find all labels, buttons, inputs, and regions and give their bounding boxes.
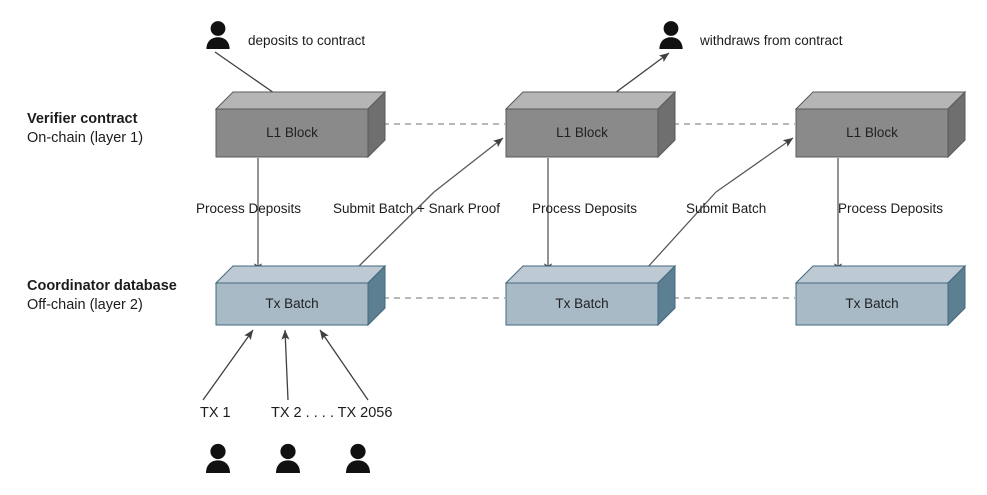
tx-label-1: TX 1 (200, 405, 231, 421)
l1-block-3-front (795, 108, 949, 158)
row-title-verifier: Verifier contract On-chain (layer 1) (27, 110, 143, 148)
l1-block-3[interactable] (794, 90, 967, 159)
l1-block-2-label: L1 Block (556, 125, 608, 140)
tx-batch-2-label: Tx Batch (555, 296, 609, 311)
row-title-coordinator-line1: Coordinator database (27, 278, 177, 294)
l1-block-1-top (214, 91, 387, 110)
arrow-tx-1 (202, 329, 254, 401)
tx-batch-1-label: Tx Batch (265, 296, 319, 311)
tx-batch-1[interactable] (214, 264, 387, 327)
edge-label-process-deposits-3: Process Deposits (838, 201, 944, 216)
l1-block-2[interactable] (504, 90, 677, 159)
tx-batch-3-top (794, 265, 967, 284)
arrow-tx-2 (281, 329, 290, 401)
arrow-submit-batch-snark-proof-head (433, 137, 504, 193)
l1-block-1-label: L1 Block (266, 125, 318, 140)
tx-batch-3-front (795, 282, 949, 326)
l1-block-3-top (794, 91, 967, 110)
tx-batch-2[interactable] (504, 264, 677, 327)
l1-block-3-label: L1 Block (846, 125, 898, 140)
arrow-submit-batch-head (715, 137, 794, 193)
label-deposits-to-contract: deposits to contract (248, 33, 366, 48)
label-withdraws-from-contract: withdraws from contract (700, 33, 843, 48)
tx-batch-1-front (215, 282, 369, 326)
row-title-verifier-line2: On-chain (layer 1) (27, 130, 144, 146)
person-tx-1-icon (206, 443, 230, 473)
person-depositor-icon (206, 21, 230, 49)
tx-batch-1-top (214, 265, 387, 284)
edge-label-submit-batch: Submit Batch (686, 201, 767, 216)
row-title-coordinator: Coordinator database Off-chain (layer 2) (27, 277, 177, 315)
l1-block-1-front (215, 108, 369, 158)
arrow-tx-2056 (319, 329, 369, 401)
tx-label-2-range: TX 2 . . . . TX 2056 (271, 405, 393, 421)
row-title-coordinator-line2: Off-chain (layer 2) (27, 297, 143, 313)
person-tx-2-icon (276, 443, 300, 473)
row-title-verifier-line1: Verifier contract (27, 111, 138, 127)
edge-label-submit-batch-snark-proof: Submit Batch + Snark Proof (333, 201, 500, 216)
tx-batch-2-top (504, 265, 677, 284)
edge-label-process-deposits-1: Process Deposits (196, 201, 302, 216)
arrow-submit-batch-snark-proof (356, 191, 435, 269)
tx-batch-2-front (505, 282, 659, 326)
person-tx-2056-icon (346, 443, 370, 473)
person-withdrawer-icon (659, 21, 683, 49)
edge-label-process-deposits-2: Process Deposits (532, 201, 638, 216)
l1-block-1[interactable] (214, 90, 387, 159)
tx-batch-3[interactable] (794, 264, 967, 327)
tx-batch-3-label: Tx Batch (845, 296, 899, 311)
l1-block-2-front (505, 108, 659, 158)
l1-block-2-top (504, 91, 677, 110)
arrow-submit-batch (646, 191, 717, 269)
